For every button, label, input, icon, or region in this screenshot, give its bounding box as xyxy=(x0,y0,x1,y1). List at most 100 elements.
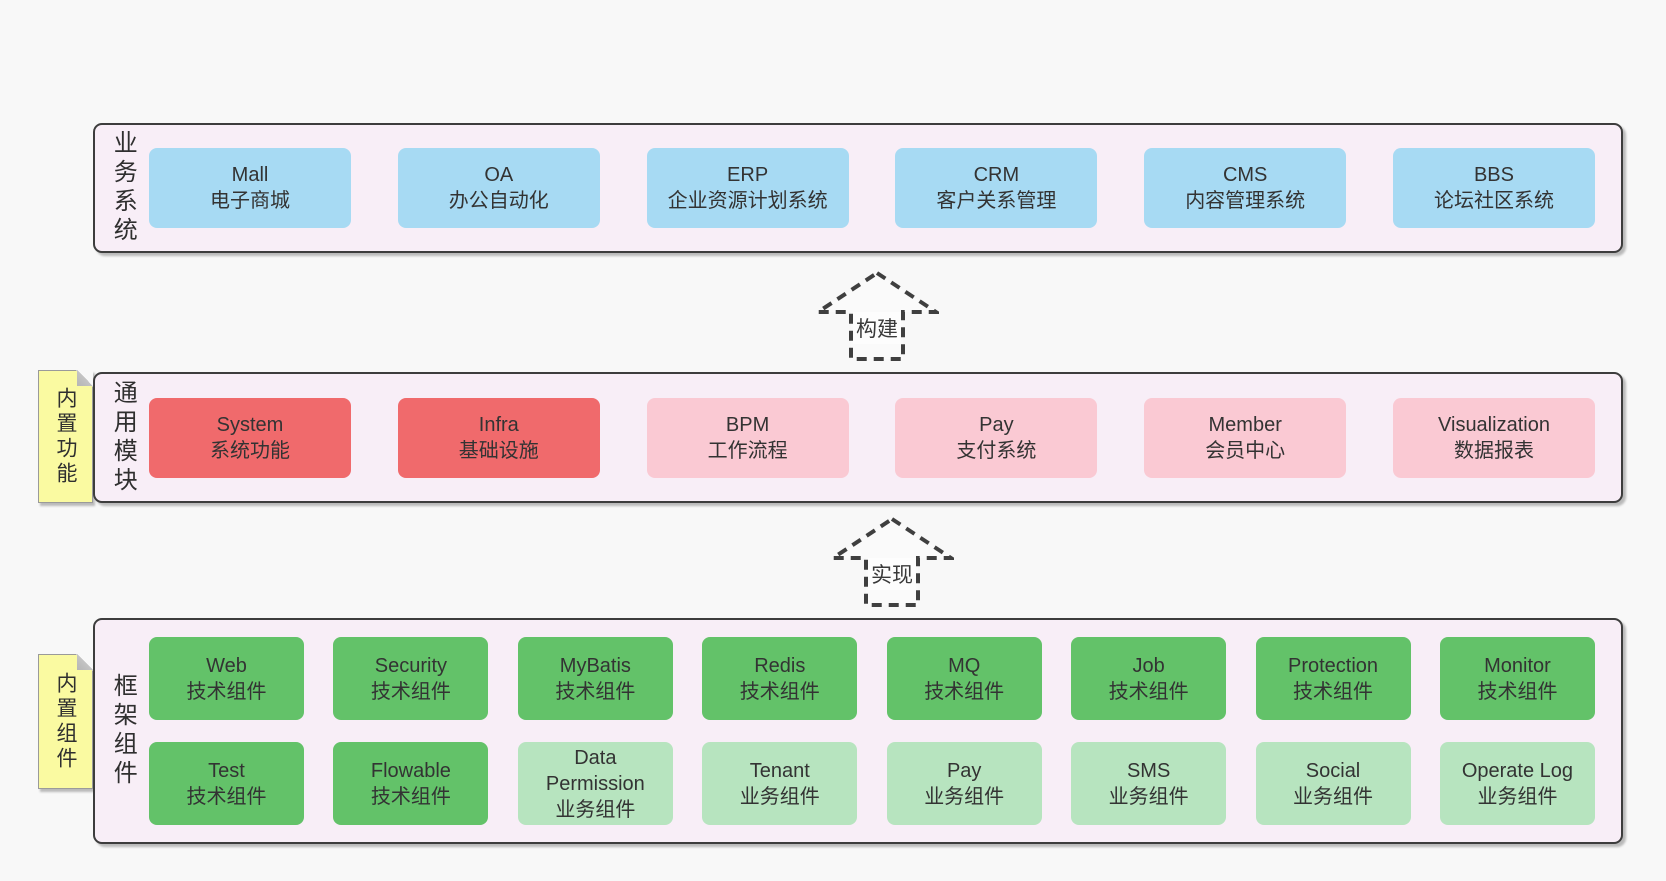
module-box-cms: CMS 内容管理系统 xyxy=(1144,148,1347,228)
module-box-visualization: Visualization 数据报表 xyxy=(1392,397,1595,478)
band-title-text: 通用模块 xyxy=(109,379,137,496)
band-title-business-systems: 业务系统 xyxy=(95,125,149,251)
module-box-system: System 系统功能 xyxy=(149,397,351,478)
module-subtitle: 工作流程 xyxy=(707,439,788,462)
module-subtitle: 技术组件 xyxy=(370,680,451,703)
module-name: BPM xyxy=(725,413,770,436)
module-box-sms: SMS 业务组件 xyxy=(1071,742,1227,825)
module-subtitle: 技术组件 xyxy=(555,680,636,703)
module-box-tenant: Tenant 业务组件 xyxy=(702,742,858,825)
module-name: Operate Log xyxy=(1461,759,1574,782)
module-subtitle: 业务组件 xyxy=(1293,785,1374,808)
module-subtitle: 内容管理系统 xyxy=(1185,190,1306,212)
module-subtitle: 技术组件 xyxy=(1108,680,1189,703)
module-box-security: Security 技术组件 xyxy=(333,637,489,720)
module-box-mq: MQ 技术组件 xyxy=(886,637,1042,720)
module-subtitle: 技术组件 xyxy=(186,680,267,703)
arrow-implement: 实现 xyxy=(830,516,954,608)
module-subtitle: 支付系统 xyxy=(956,439,1037,462)
module-box-monitor: Monitor 技术组件 xyxy=(1439,637,1595,720)
module-subtitle: 技术组件 xyxy=(186,785,267,808)
band-business-systems: 业务系统 Mall 电子商城 OA 办公自动化 ERP 企业资源计划系统 CRM 客户关系管理… xyxy=(93,123,1623,253)
module-name: MQ xyxy=(948,654,981,677)
module-box-bpm: BPM 工作流程 xyxy=(646,397,849,478)
module-box-redis: Redis 技术组件 xyxy=(702,637,858,720)
module-name: Protection xyxy=(1288,654,1379,677)
module-name: Tenant xyxy=(749,759,810,782)
arrow-build: 构建 xyxy=(815,270,939,362)
module-box-pay: Pay 业务组件 xyxy=(886,742,1042,825)
band-title-framework-components: 框架组件 xyxy=(95,620,149,842)
sticky-note-text: 内置功能 xyxy=(54,386,78,487)
module-name: Data Permission xyxy=(545,746,645,795)
module-box-flowable: Flowable 技术组件 xyxy=(333,742,489,825)
arrow-implement-label: 实现 xyxy=(868,558,916,590)
module-box-mybatis: MyBatis 技术组件 xyxy=(517,637,673,720)
module-subtitle: 论坛社区系统 xyxy=(1433,190,1554,212)
module-subtitle: 技术组件 xyxy=(370,785,451,808)
module-name: CRM xyxy=(973,164,1020,186)
module-subtitle: 数据报表 xyxy=(1453,439,1534,462)
module-name: Flowable xyxy=(370,759,451,782)
module-subtitle: 业务组件 xyxy=(555,798,636,821)
module-box-operate-log: Operate Log 业务组件 xyxy=(1439,742,1595,825)
module-box-job: Job 技术组件 xyxy=(1071,637,1227,720)
module-name: Test xyxy=(208,759,245,782)
module-subtitle: 会员中心 xyxy=(1205,439,1286,462)
module-name: OA xyxy=(484,164,514,186)
module-subtitle: 技术组件 xyxy=(1293,680,1374,703)
module-name: Pay xyxy=(946,759,982,782)
module-name: Web xyxy=(206,654,247,677)
module-subtitle: 基础设施 xyxy=(458,439,539,462)
module-box-bbs: BBS 论坛社区系统 xyxy=(1392,148,1595,228)
module-subtitle: 业务组件 xyxy=(1477,785,1558,808)
module-box-crm: CRM 客户关系管理 xyxy=(895,148,1098,228)
module-name: Visualization xyxy=(1438,413,1550,436)
module-name: BBS xyxy=(1473,164,1514,186)
module-subtitle: 业务组件 xyxy=(739,785,820,808)
module-box-erp: ERP 企业资源计划系统 xyxy=(646,148,849,228)
arrow-build-label: 构建 xyxy=(853,312,901,344)
module-name: ERP xyxy=(727,164,769,186)
module-subtitle: 企业资源计划系统 xyxy=(667,190,828,212)
band-title-common-modules: 通用模块 xyxy=(95,374,149,501)
module-name: SMS xyxy=(1126,759,1171,782)
module-box-web: Web 技术组件 xyxy=(149,637,304,720)
module-name: Mall xyxy=(231,164,269,186)
band-title-text: 业务系统 xyxy=(109,130,137,246)
module-box-protection: Protection 技术组件 xyxy=(1255,637,1411,720)
sticky-note-text: 内置组件 xyxy=(54,671,78,772)
module-name: Security xyxy=(374,654,448,677)
module-subtitle: 业务组件 xyxy=(1108,785,1189,808)
module-box-test: Test 技术组件 xyxy=(149,742,304,825)
module-subtitle: 业务组件 xyxy=(924,785,1005,808)
module-box-member: Member 会员中心 xyxy=(1144,397,1347,478)
module-subtitle: 技术组件 xyxy=(924,680,1005,703)
module-name: Monitor xyxy=(1484,654,1551,677)
module-name: Pay xyxy=(979,413,1014,436)
module-subtitle: 技术组件 xyxy=(739,680,820,703)
module-subtitle: 办公自动化 xyxy=(448,190,549,212)
module-subtitle: 技术组件 xyxy=(1477,680,1558,703)
sticky-note-built-in-features: 内置功能 xyxy=(38,370,93,503)
module-box-mall: Mall 电子商城 xyxy=(149,148,351,228)
business-systems-box-row: Mall 电子商城 OA 办公自动化 ERP 企业资源计划系统 CRM 客户关系管理 CMS 内容… xyxy=(149,125,1595,251)
module-subtitle: 电子商城 xyxy=(210,190,290,212)
module-box-oa: OA 办公自动化 xyxy=(397,148,600,228)
sticky-note-built-in-components: 内置组件 xyxy=(38,654,93,789)
module-name: Redis xyxy=(754,654,806,677)
module-name: MyBatis xyxy=(559,654,631,677)
module-name: Job xyxy=(1132,654,1165,677)
module-subtitle: 系统功能 xyxy=(210,439,290,462)
module-name: System xyxy=(216,413,284,436)
module-name: CMS xyxy=(1222,164,1268,186)
module-box-pay: Pay 支付系统 xyxy=(895,397,1098,478)
module-name: Member xyxy=(1208,413,1282,436)
module-subtitle: 客户关系管理 xyxy=(936,190,1057,212)
